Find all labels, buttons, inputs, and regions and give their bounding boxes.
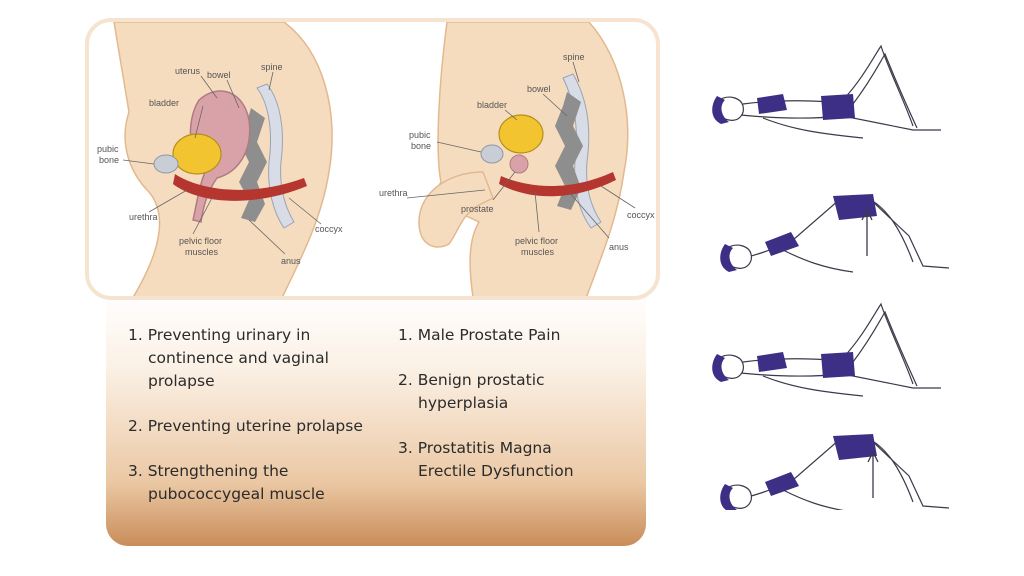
label-male-pelvic-floor-1: pelvic floor [515, 236, 558, 246]
label-uterus: uterus [175, 66, 201, 76]
exercise-lying-figure [711, 303, 942, 397]
exercise-lying-figure [711, 45, 942, 139]
label-bowel: bowel [207, 70, 231, 80]
label-coccyx: coccyx [315, 224, 343, 234]
exercise-bridge-figure [719, 193, 950, 273]
label-pubic-bone-2: bone [99, 155, 119, 165]
male-benefit-item: 3. Prostatitis Magna Erectile Dysfunctio… [398, 439, 574, 480]
male-body-skin [437, 22, 629, 296]
label-anus: anus [281, 256, 301, 266]
male-spine-shape [562, 73, 602, 229]
anatomy-panel: uterus bowel spine bladder pubic bone ur… [85, 18, 660, 300]
male-benefit-item: 1. Male Prostate Pain [398, 326, 561, 344]
label-pelvic-floor-1: pelvic floor [179, 236, 222, 246]
pelvic-anatomy-illustration: uterus bowel spine bladder pubic bone ur… [97, 22, 655, 296]
label-male-spine: spine [563, 52, 585, 62]
up-arrow-icon [861, 209, 873, 257]
male-prostate-shape [509, 154, 529, 174]
female-benefit-item: 3. Strengthening the pubococcygeal muscl… [128, 462, 325, 503]
female-pubic-bone-shape [153, 154, 179, 174]
male-bladder-shape [498, 114, 544, 154]
label-spine: spine [261, 62, 283, 72]
male-benefits-list: 1. Male Prostate Pain 2. Benign prostati… [398, 324, 613, 505]
label-male-anus: anus [609, 242, 629, 252]
male-pelvis-diagram: spine bowel bladder pubic bone urethra p… [379, 22, 655, 296]
label-male-bowel: bowel [527, 84, 551, 94]
female-benefits-list: 1. Preventing urinary in continence and … [128, 324, 373, 528]
male-bowel-shape [555, 92, 583, 210]
label-male-coccyx: coccyx [627, 210, 655, 220]
label-pelvic-floor-2: muscles [185, 247, 219, 257]
label-male-pelvic-floor-2: muscles [521, 247, 555, 257]
male-benefit-item: 2. Benign prostatic hyperplasia [398, 371, 545, 412]
female-pelvic-floor-muscle [173, 174, 307, 201]
female-benefit-item: 1. Preventing urinary in continence and … [128, 326, 329, 390]
label-pubic-bone-1: pubic [97, 144, 119, 154]
exercise-bridge-figure [719, 433, 950, 510]
label-urethra: urethra [129, 212, 158, 222]
male-pelvic-floor-muscle [499, 172, 616, 197]
benefits-panel [106, 290, 646, 546]
label-male-pubic-bone-1: pubic [409, 130, 431, 140]
male-pubic-bone-shape [480, 144, 504, 164]
label-male-bladder: bladder [477, 100, 507, 110]
up-arrow-icon [867, 451, 879, 499]
female-benefit-item: 2. Preventing uterine prolapse [128, 417, 363, 435]
label-bladder: bladder [149, 98, 179, 108]
label-male-prostate: prostate [461, 204, 494, 214]
female-bladder-shape [172, 133, 222, 175]
bridge-exercise-illustration [711, 45, 950, 510]
label-male-urethra: urethra [379, 188, 408, 198]
label-male-pubic-bone-2: bone [411, 141, 431, 151]
female-pelvis-diagram: uterus bowel spine bladder pubic bone ur… [97, 22, 343, 296]
female-spine-shape [256, 83, 295, 229]
